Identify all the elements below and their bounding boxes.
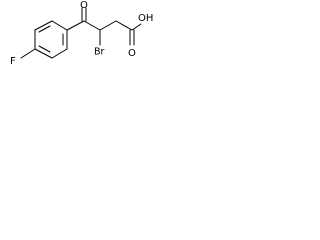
hydroxyl-label: OH	[138, 13, 153, 24]
ring-bond-5	[51, 48, 68, 59]
bromine-label: Br	[94, 47, 105, 58]
ring-to-carbonyl-bond	[66, 20, 85, 31]
carboxyl-hydroxyl-bond	[131, 23, 142, 31]
aromatic-ring	[34, 20, 68, 59]
ring-inner-double-2	[38, 45, 51, 53]
chemical-structure-diagram: F O Br O OH	[0, 0, 158, 74]
ring-bond-4	[34, 48, 53, 59]
ring-bond-1	[51, 20, 68, 31]
bromo-carbon-to-methylene-bond	[99, 20, 117, 31]
fluoro-bond	[20, 48, 36, 59]
ring-bond-2	[34, 20, 53, 31]
carbonyl-oxygen-label: O	[80, 0, 88, 11]
molecule-drawing: F O Br O OH	[10, 0, 153, 67]
methylene-to-carboxyl-bond	[115, 20, 133, 31]
ring-inner-double-1	[38, 25, 51, 33]
carbonyl-to-bromo-carbon-bond	[83, 20, 101, 31]
fluorine-label: F	[10, 56, 16, 67]
carboxylic-oxygen-label: O	[128, 48, 136, 59]
